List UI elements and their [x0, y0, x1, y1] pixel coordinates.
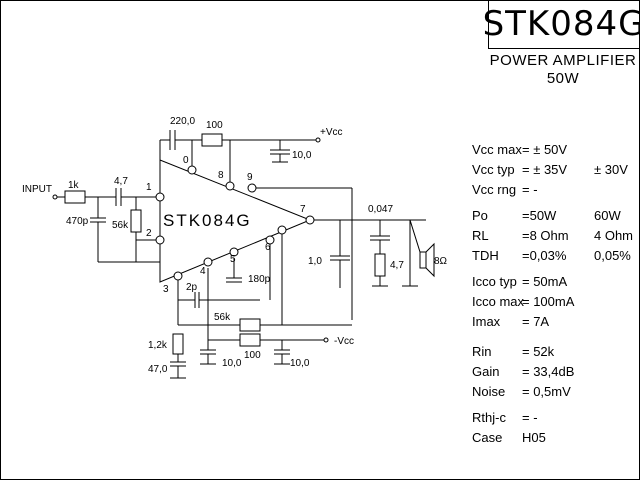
pin-2-label: 2 [146, 228, 152, 239]
vcc-neg-label: -Vcc [334, 336, 354, 347]
c-2p-label: 2p [186, 282, 198, 293]
resistor-1-2k [172, 333, 184, 355]
resistor-top [201, 133, 223, 147]
pin-6-label: 6 [265, 242, 271, 253]
spec-row: Icco max= 100mA [472, 294, 575, 309]
r-1-2k-label: 1,2k [148, 340, 168, 351]
pin-7-label: 7 [300, 204, 306, 215]
spec-row: Icco typ= 50mA [472, 274, 568, 289]
c-470p-label: 470p [66, 216, 89, 227]
c-zobel-label: 0,047 [368, 204, 393, 215]
speaker-icon [419, 251, 427, 269]
pin-5-label: 5 [230, 254, 236, 265]
pin-0-label: 0 [183, 155, 189, 166]
c-180p-label: 180p [248, 274, 271, 285]
c-boot-label: 1,0 [308, 256, 322, 267]
c-47-label: 47,0 [148, 364, 168, 375]
r-100-neg-label: 100 [244, 350, 261, 361]
spec-row: TDH=0,03%0,05% [472, 248, 631, 263]
c-in-label: 4,7 [114, 176, 128, 187]
spec-row: Vcc typ= ± 35V± 30V [472, 162, 628, 177]
spec-row: Imax= 7A [472, 314, 550, 329]
input-label: INPUT [22, 184, 52, 195]
subtitle-line1: POWER AMPLIFIER [489, 52, 637, 69]
resistor-100-neg [239, 333, 261, 347]
vcc-pos-label: +Vcc [320, 127, 343, 138]
resistor-56k [130, 209, 142, 233]
resistor-input [64, 190, 86, 204]
subtitle-line2: 50W [546, 70, 580, 87]
r-top-label: 100 [206, 120, 223, 131]
resistor-56k-feedback [239, 318, 261, 332]
pin-9-label: 9 [247, 172, 253, 183]
pin-4-label: 4 [200, 266, 206, 277]
c-10-a-label: 10,0 [222, 358, 242, 369]
spec-row: Vcc rng= - [472, 182, 538, 197]
spec-row: Rthj-c= - [472, 410, 538, 425]
pin-3-label: 3 [163, 284, 169, 295]
pin-8-label: 8 [218, 170, 224, 181]
c-vcc-pos-label: 10,0 [292, 150, 312, 161]
speaker-label: 8Ω [434, 256, 448, 267]
c-top-label: 220,0 [170, 116, 195, 127]
r-56k-feedback-label: 56k [214, 312, 231, 323]
spec-row: Gain= 33,4dB [472, 364, 575, 379]
r-in-label: 1k [68, 180, 80, 191]
pin-1-label: 1 [146, 182, 152, 193]
spec-row: Rin= 52k [472, 344, 555, 359]
resistor-zobel [374, 253, 386, 277]
spec-row: Noise= 0,5mV [472, 384, 571, 399]
spec-row: Vcc max= ± 50V [472, 142, 568, 157]
r-56k-label: 56k [112, 220, 129, 231]
c-10-b-label: 10,0 [290, 358, 310, 369]
page-title: STK084G [483, 0, 640, 49]
r-zobel-label: 4,7 [390, 260, 404, 271]
chip-label: STK084G [163, 211, 252, 230]
